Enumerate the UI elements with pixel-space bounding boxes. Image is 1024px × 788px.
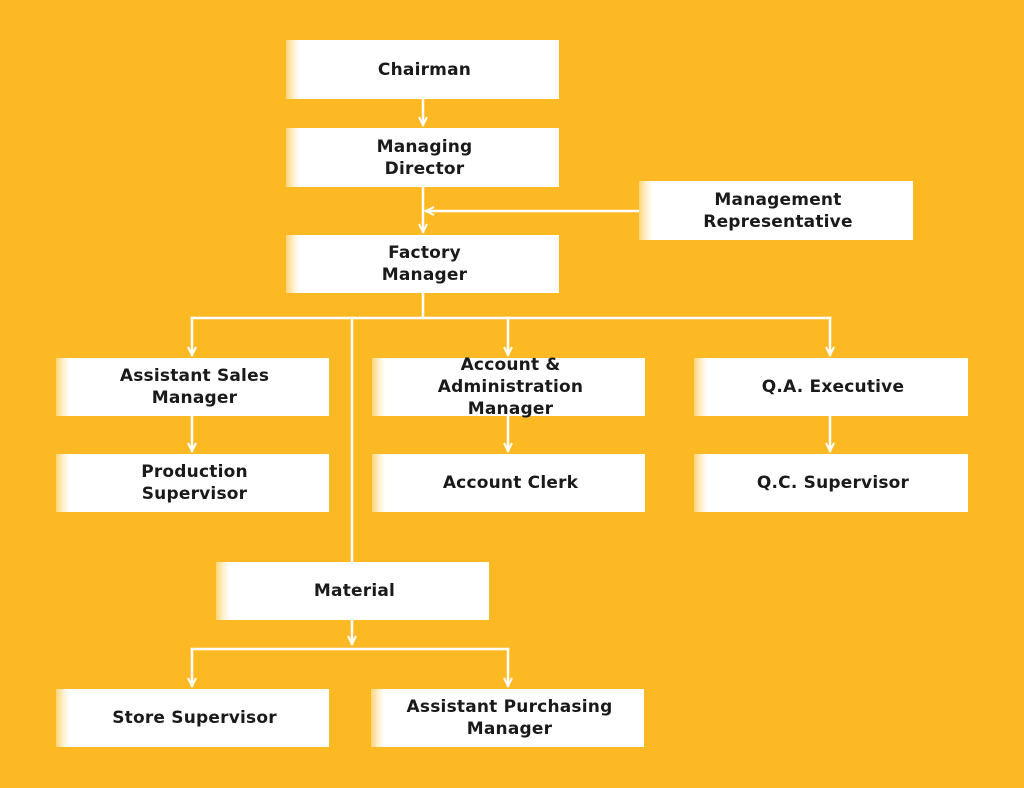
node-store-supervisor-label: Store Supervisor — [112, 708, 277, 728]
node-assistant-purchasing-manager-label: Assistant Purchasing Manager — [406, 697, 613, 739]
node-qa-executive: Q.A. Executive — [694, 358, 968, 416]
node-management-representative-label: Management Representative — [703, 189, 853, 232]
node-qc-supervisor: Q.C. Supervisor — [694, 454, 968, 512]
node-chairman-label: Chairman — [377, 59, 472, 80]
node-account-admin-manager-label: Account & Administration Manager — [437, 355, 584, 419]
node-factory-manager-label: Factory Manager — [381, 243, 468, 285]
node-production-supervisor-label: Production Supervisor — [141, 462, 248, 504]
node-production-supervisor: Production Supervisor — [56, 454, 329, 512]
node-account-clerk: Account Clerk — [372, 454, 645, 512]
node-chairman: Chairman — [286, 40, 559, 99]
node-assistant-sales-manager: Assistant Sales Manager — [56, 358, 329, 416]
node-managing-director: Managing Director — [286, 128, 559, 187]
node-store-supervisor: Store Supervisor — [56, 689, 329, 747]
node-factory-manager: Factory Manager — [286, 235, 559, 293]
node-account-admin-manager: Account & Administration Manager — [372, 355, 645, 419]
node-assistant-purchasing-manager: Assistant Purchasing Manager — [371, 689, 644, 747]
node-account-clerk-label: Account Clerk — [442, 473, 579, 493]
node-assistant-sales-manager-label: Assistant Sales Manager — [119, 366, 270, 408]
node-qc-supervisor-label: Q.C. Supervisor — [756, 473, 910, 493]
node-material-label: Material — [313, 581, 396, 601]
node-qa-executive-label: Q.A. Executive — [761, 377, 905, 397]
node-management-representative: Management Representative — [639, 181, 913, 240]
node-material: Material — [216, 562, 489, 620]
node-managing-director-label: Managing Director — [376, 136, 473, 179]
